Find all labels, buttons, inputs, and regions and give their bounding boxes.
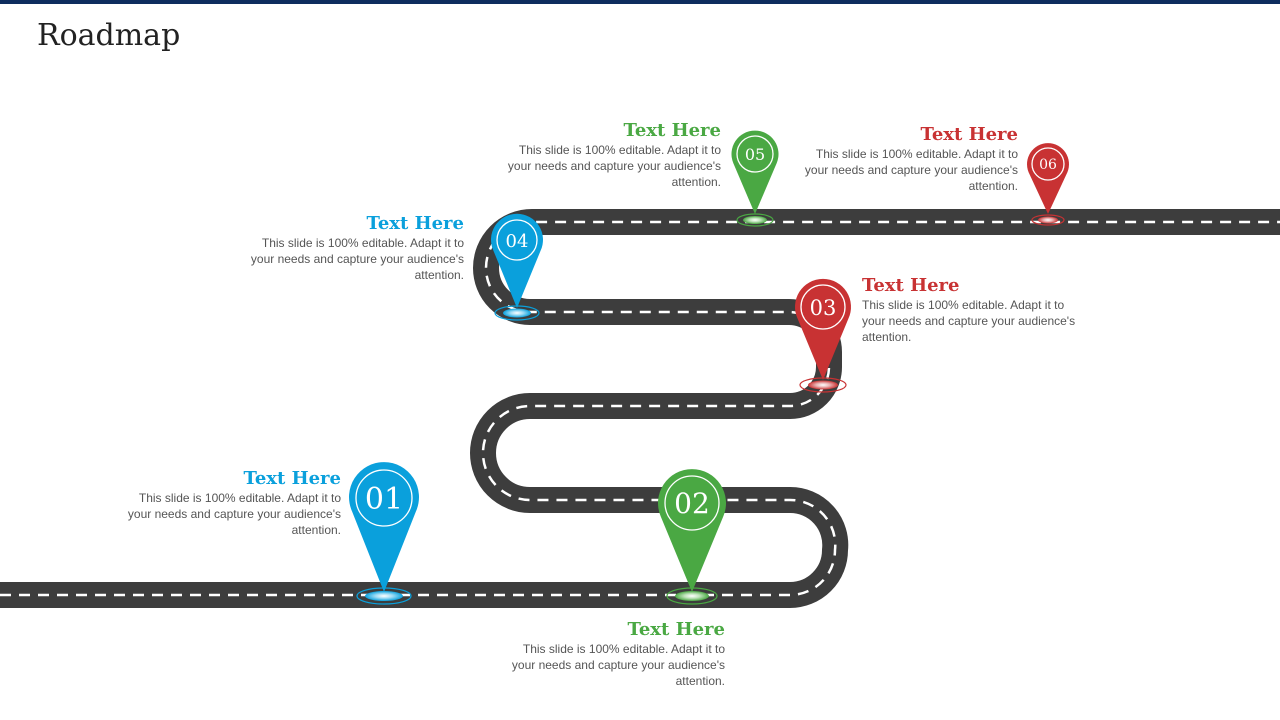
milestone-callout-03: Text Here This slide is 100% editable. A…: [862, 275, 1077, 345]
callout-04-heading: Text Here: [249, 213, 464, 235]
pin-05-number: 05: [745, 145, 765, 164]
callout-05-body: This slide is 100% editable. Adapt it to…: [506, 142, 721, 190]
callout-05-heading: Text Here: [506, 120, 721, 142]
callout-02-body: This slide is 100% editable. Adapt it to…: [510, 641, 725, 689]
pin-06-number: 06: [1039, 157, 1057, 173]
pin-03-base-glow: [808, 381, 838, 390]
callout-02-heading: Text Here: [510, 619, 725, 641]
pin-01-base-glow: [365, 591, 403, 601]
pin-02-number: 02: [674, 487, 710, 520]
pin-06-base-glow: [1038, 217, 1058, 224]
pin-01-number: 01: [365, 482, 403, 517]
callout-06-heading: Text Here: [803, 124, 1018, 146]
pin-03-number: 03: [810, 296, 837, 320]
pin-06-marker: [1027, 143, 1069, 214]
pin-04-number: 04: [506, 231, 529, 252]
road-surface: [0, 222, 1280, 595]
milestone-callout-06: Text Here This slide is 100% editable. A…: [803, 124, 1018, 194]
callout-01-body: This slide is 100% editable. Adapt it to…: [126, 490, 341, 538]
callout-03-body: This slide is 100% editable. Adapt it to…: [862, 297, 1077, 345]
milestone-callout-05: Text Here This slide is 100% editable. A…: [506, 120, 721, 190]
callout-06-body: This slide is 100% editable. Adapt it to…: [803, 146, 1018, 194]
road: [0, 222, 1280, 595]
milestone-callout-04: Text Here This slide is 100% editable. A…: [249, 213, 464, 283]
milestone-callout-01: Text Here This slide is 100% editable. A…: [126, 468, 341, 538]
milestone-pin-03: 03: [795, 279, 851, 392]
callout-04-body: This slide is 100% editable. Adapt it to…: [249, 235, 464, 283]
pin-05-base-glow: [743, 216, 767, 224]
callout-01-heading: Text Here: [126, 468, 341, 490]
callout-03-heading: Text Here: [862, 275, 1077, 297]
pin-02-base-glow: [675, 591, 709, 601]
pin-04-base-glow: [503, 309, 531, 318]
milestone-callout-02: Text Here This slide is 100% editable. A…: [510, 619, 725, 689]
